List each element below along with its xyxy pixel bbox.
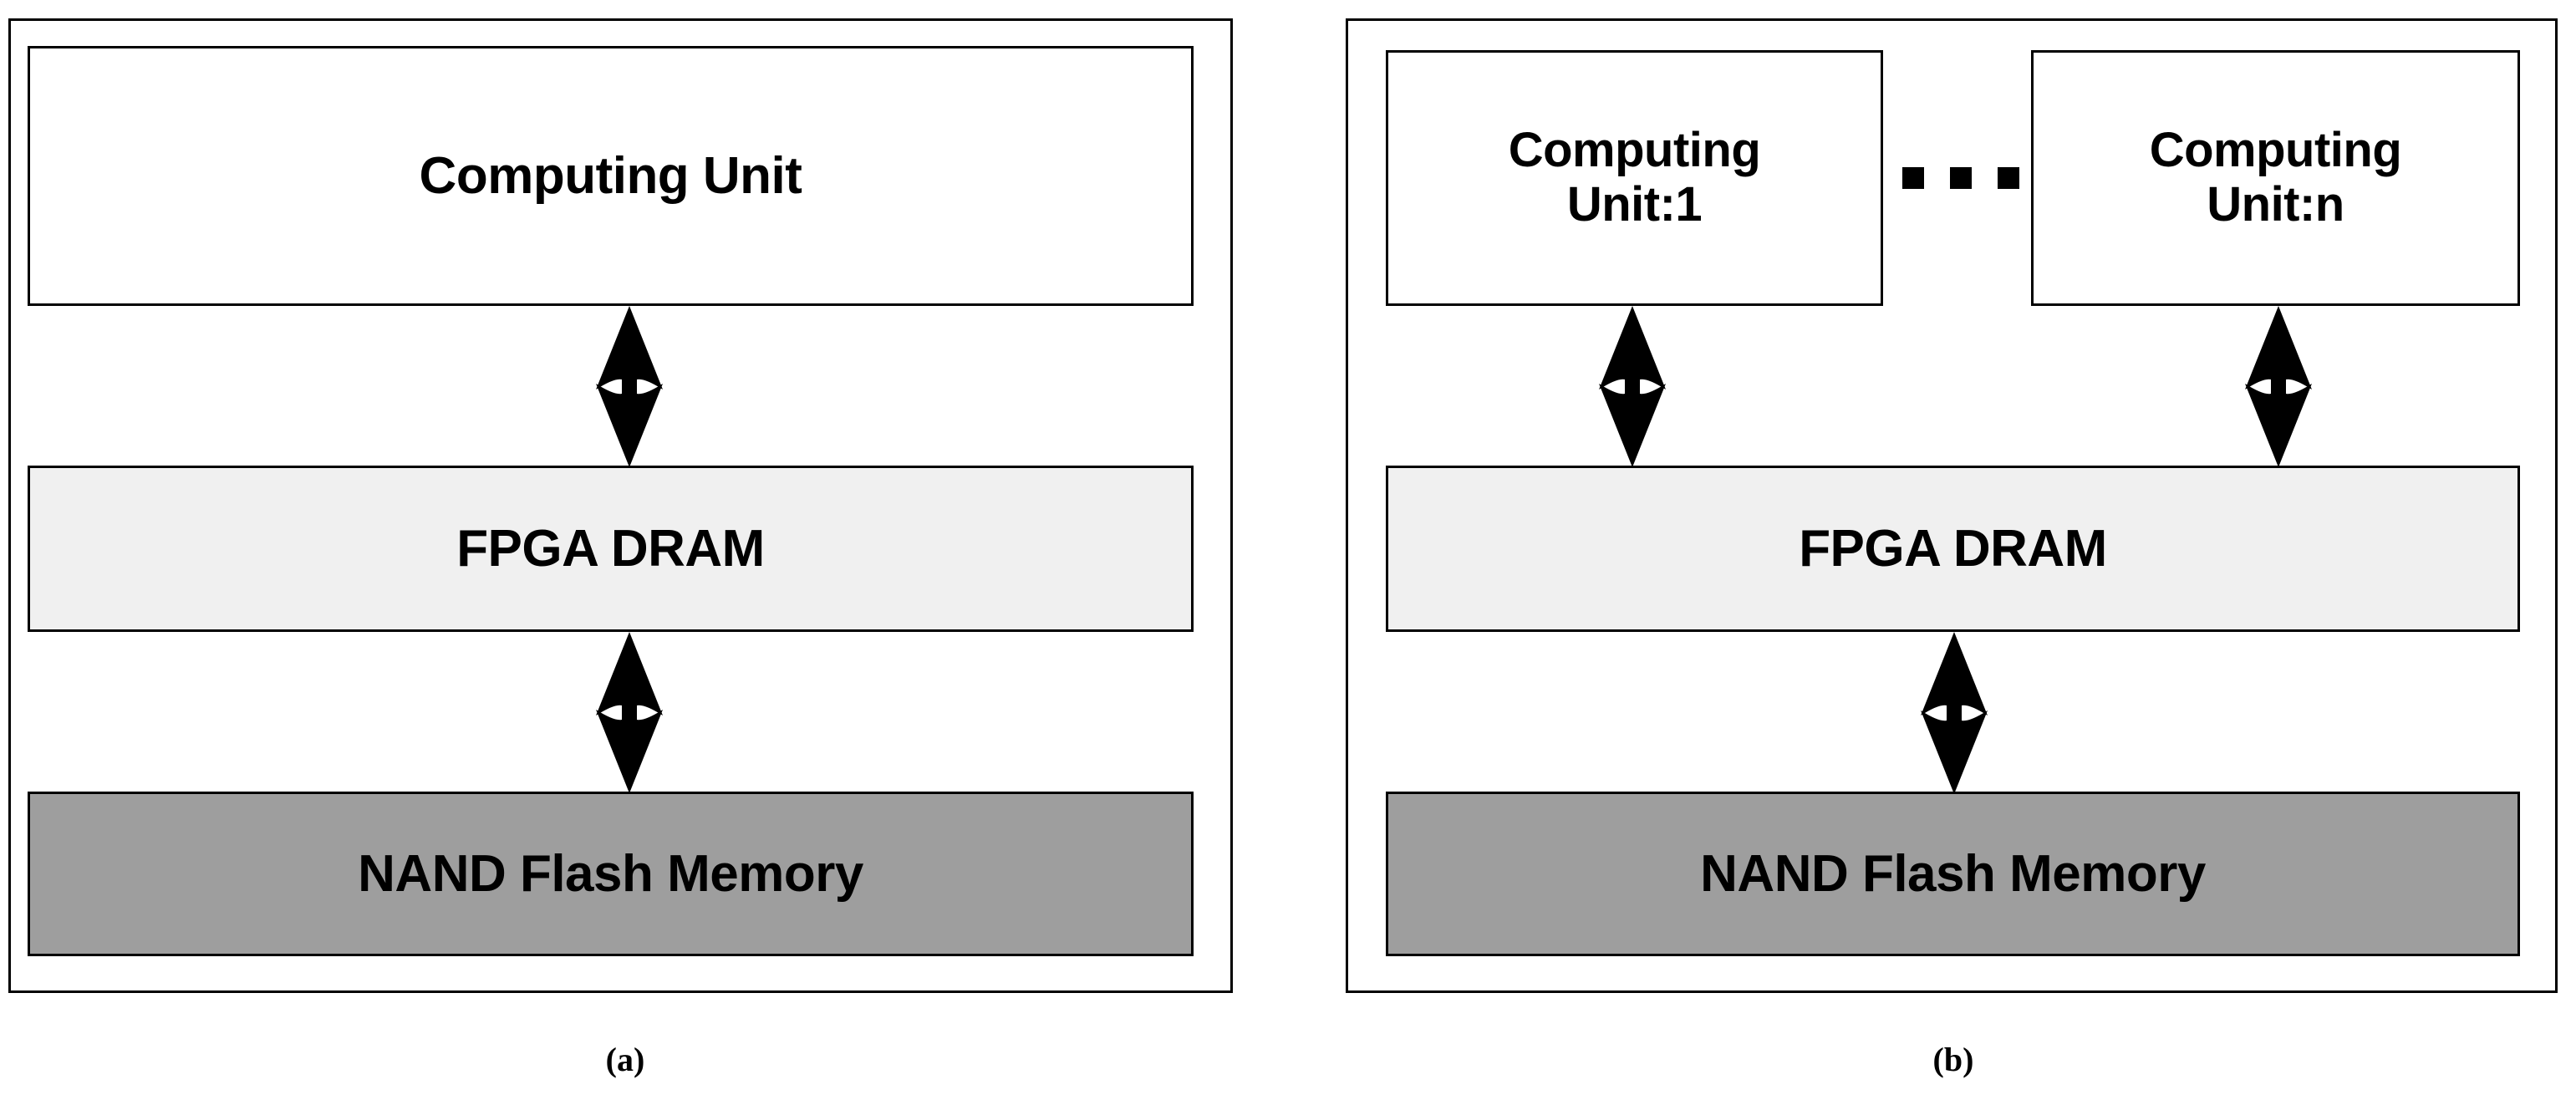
- panel-b-caption: (b): [1932, 1041, 1974, 1078]
- block-computing-unit: Computing Unit: [28, 46, 1194, 306]
- double-arrow-fpga-dram-to-nand-flash: [1921, 632, 1988, 794]
- block-label: NAND Flash Memory: [1700, 844, 2206, 903]
- panel-a-caption: (a): [605, 1041, 645, 1078]
- block-label-line-1: Computing: [2149, 123, 2402, 178]
- panel-a: Computing Unit FPGA DRAM NAND Flash Memo…: [8, 18, 1233, 993]
- block-label: NAND Flash Memory: [358, 844, 863, 903]
- block-label: FPGA DRAM: [1799, 519, 2107, 578]
- block-label: Computing Unit:1: [1504, 123, 1766, 232]
- ellipsis-icon: [1902, 161, 2019, 195]
- block-label: Computing Unit: [419, 146, 802, 205]
- block-label-line-2: Unit:1: [1566, 177, 1703, 232]
- double-arrow-fpga-dram-to-nand-flash: [596, 632, 663, 793]
- block-fpga-dram: FPGA DRAM: [1386, 466, 2520, 632]
- block-nand-flash-memory: NAND Flash Memory: [1386, 792, 2520, 956]
- block-nand-flash-memory: NAND Flash Memory: [28, 792, 1194, 956]
- block-computing-unit-n: Computing Unit:n: [2031, 50, 2520, 306]
- block-label: FPGA DRAM: [456, 519, 765, 578]
- ellipsis-dot: [1902, 167, 1924, 189]
- double-arrow-computing-unit-to-fpga-dram: [596, 306, 663, 467]
- double-arrow-computing-unit-n-to-fpga-dram: [2245, 306, 2312, 467]
- block-label-line-2: Unit:n: [2207, 177, 2344, 232]
- block-computing-unit-1: Computing Unit:1: [1386, 50, 1883, 306]
- block-fpga-dram: FPGA DRAM: [28, 466, 1194, 632]
- ellipsis-dot: [1950, 167, 1972, 189]
- block-label: Computing Unit:n: [2145, 123, 2407, 232]
- panel-b: Computing Unit:1 Computing Unit:n FPGA D…: [1346, 18, 2558, 993]
- block-label-line-1: Computing: [1508, 123, 1761, 178]
- ellipsis-dot: [1998, 167, 2019, 189]
- double-arrow-computing-unit-1-to-fpga-dram: [1599, 306, 1666, 467]
